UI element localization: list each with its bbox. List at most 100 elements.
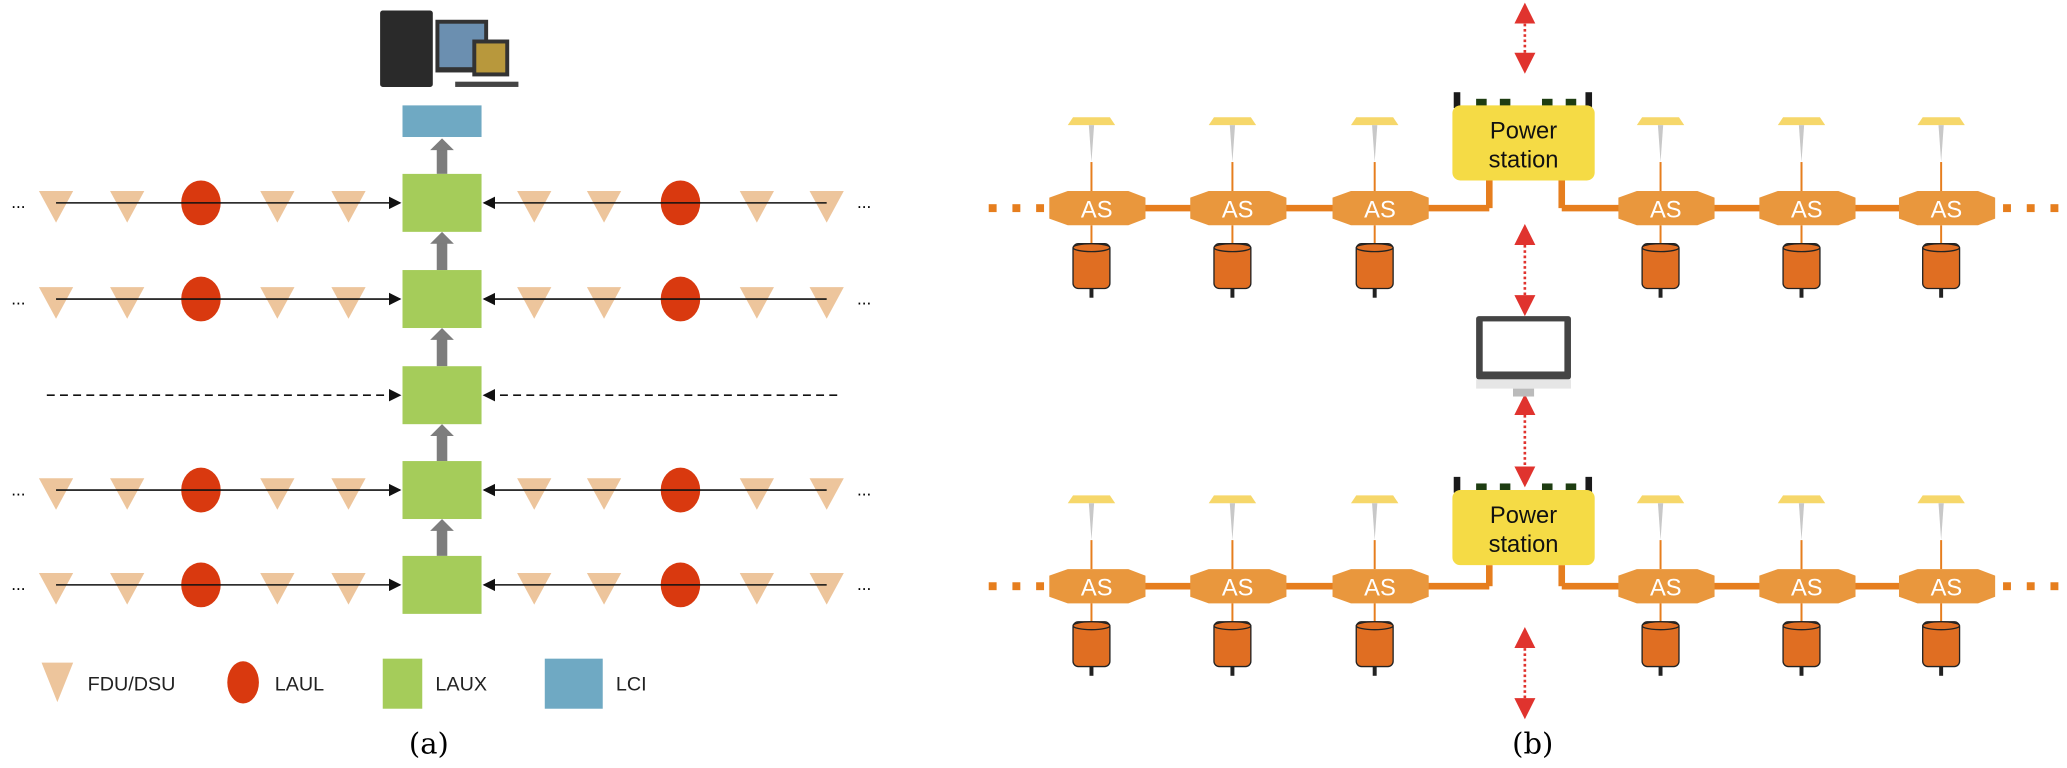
ellipsis-right: ... <box>857 289 871 308</box>
fdu-dsu-triangle <box>809 573 844 605</box>
as-node-body <box>1898 569 1996 604</box>
cable-continuation-dot <box>2050 204 2059 213</box>
control-computer-monitor-icon <box>1476 316 1571 397</box>
upward-data-arrow <box>430 138 454 174</box>
fdu-dsu-triangle <box>260 573 295 605</box>
ps-port <box>1541 98 1553 107</box>
gps-antenna-icon <box>1208 495 1257 504</box>
acquisition-station: AS <box>1898 117 1996 298</box>
ellipsis-left: ... <box>11 193 25 212</box>
geophone-spike <box>1372 666 1377 676</box>
ellipsis-right: ... <box>857 193 871 212</box>
acquisition-station: AS <box>1049 495 1146 676</box>
fdu-dsu-triangle <box>809 287 844 319</box>
geophone-top <box>1922 621 1961 631</box>
ps-antenna <box>1585 92 1593 109</box>
antenna-mast <box>1372 503 1378 541</box>
cable-continuation-dot <box>2026 204 2035 213</box>
acquisition-station: AS <box>1759 117 1856 298</box>
acquisition-station: AS <box>1190 495 1287 676</box>
cable-continuation-dot <box>2050 582 2059 591</box>
arrow-shaft <box>436 148 448 174</box>
acquisition-station: AS <box>1049 117 1146 298</box>
geophone-spike <box>1372 288 1377 298</box>
cable-continuation-dot <box>1012 582 1021 591</box>
fdu-dsu-triangle <box>38 191 74 223</box>
acquisition-station: AS <box>1332 495 1429 676</box>
as-node-body <box>1759 569 1856 604</box>
cable-continuation-dot <box>988 582 997 591</box>
acquisition-station: AS <box>1898 495 1996 676</box>
as-node-body <box>1618 569 1715 604</box>
power-station-label: station <box>1489 147 1559 173</box>
as-label: AS <box>1931 197 1963 223</box>
as-node-body <box>1332 569 1429 604</box>
gps-antenna-icon <box>1350 495 1399 504</box>
gps-antenna-icon <box>1350 117 1399 126</box>
fdu-dsu-triangle <box>739 287 774 319</box>
ellipsis-left: ... <box>11 480 25 499</box>
fdu-dsu-triangle <box>809 191 844 223</box>
as-label: AS <box>1222 197 1254 223</box>
legend-lci-icon <box>544 658 603 709</box>
geophone-spike <box>1799 288 1804 298</box>
antenna-mast <box>1798 503 1805 541</box>
upward-data-arrow <box>430 328 454 367</box>
arrow-head <box>430 138 454 151</box>
as-node-body <box>1190 191 1287 226</box>
arrow-shaft <box>436 529 448 556</box>
legend-laul-icon <box>227 661 259 704</box>
arrow-shaft <box>436 434 448 462</box>
fdu-dsu-triangle <box>38 573 74 605</box>
as-node-body <box>1049 191 1146 226</box>
geophone-spike <box>1939 288 1944 298</box>
as-label: AS <box>1791 575 1823 601</box>
lci-box <box>402 105 482 138</box>
fdu-dsu-triangle <box>331 573 366 605</box>
gps-antenna-icon <box>1636 495 1685 504</box>
geophone-top <box>1641 243 1680 253</box>
as-label: AS <box>1081 575 1113 601</box>
acquisition-station: AS <box>1618 495 1715 676</box>
antenna-mast <box>1088 503 1095 541</box>
ellipsis-left: ... <box>11 289 25 308</box>
upward-data-arrow <box>430 519 454 556</box>
arrow-head <box>430 231 454 244</box>
ps-port <box>1476 98 1487 107</box>
geophone-spike <box>1230 288 1235 298</box>
geophone-top <box>1213 243 1252 253</box>
antenna-mast <box>1229 503 1236 541</box>
geophone-spike <box>1658 288 1663 298</box>
power-station-box <box>1452 105 1595 181</box>
gps-antenna-icon <box>1636 117 1685 126</box>
fdu-dsu-triangle <box>110 287 145 319</box>
as-label: AS <box>1650 197 1682 223</box>
fdu-dsu-triangle <box>110 191 145 223</box>
gps-antenna-icon <box>1777 117 1826 126</box>
cable-continuation-dot <box>988 204 997 213</box>
cable-continuation-dot <box>2026 582 2035 591</box>
arrow-shaft <box>436 242 448 271</box>
power-station: Power station <box>1452 476 1595 566</box>
as-label: AS <box>1081 197 1113 223</box>
power-station-label: Power <box>1490 503 1557 529</box>
laux-box <box>402 555 482 614</box>
gps-antenna-icon <box>1067 495 1116 504</box>
fdu-dsu-triangle <box>586 478 622 510</box>
power-station-box <box>1452 490 1595 566</box>
upward-data-arrow <box>430 424 454 462</box>
laux-box <box>402 173 482 232</box>
antenna-mast <box>1372 125 1378 163</box>
fdu-dsu-triangle <box>739 478 774 510</box>
as-node-body <box>1190 569 1287 604</box>
power-station-label: station <box>1489 532 1559 558</box>
ps-port <box>1476 483 1487 492</box>
as-node-body <box>1618 191 1715 226</box>
fdu-dsu-triangle <box>739 191 774 223</box>
geophone-top <box>1355 621 1394 631</box>
arrow-head <box>430 519 454 531</box>
